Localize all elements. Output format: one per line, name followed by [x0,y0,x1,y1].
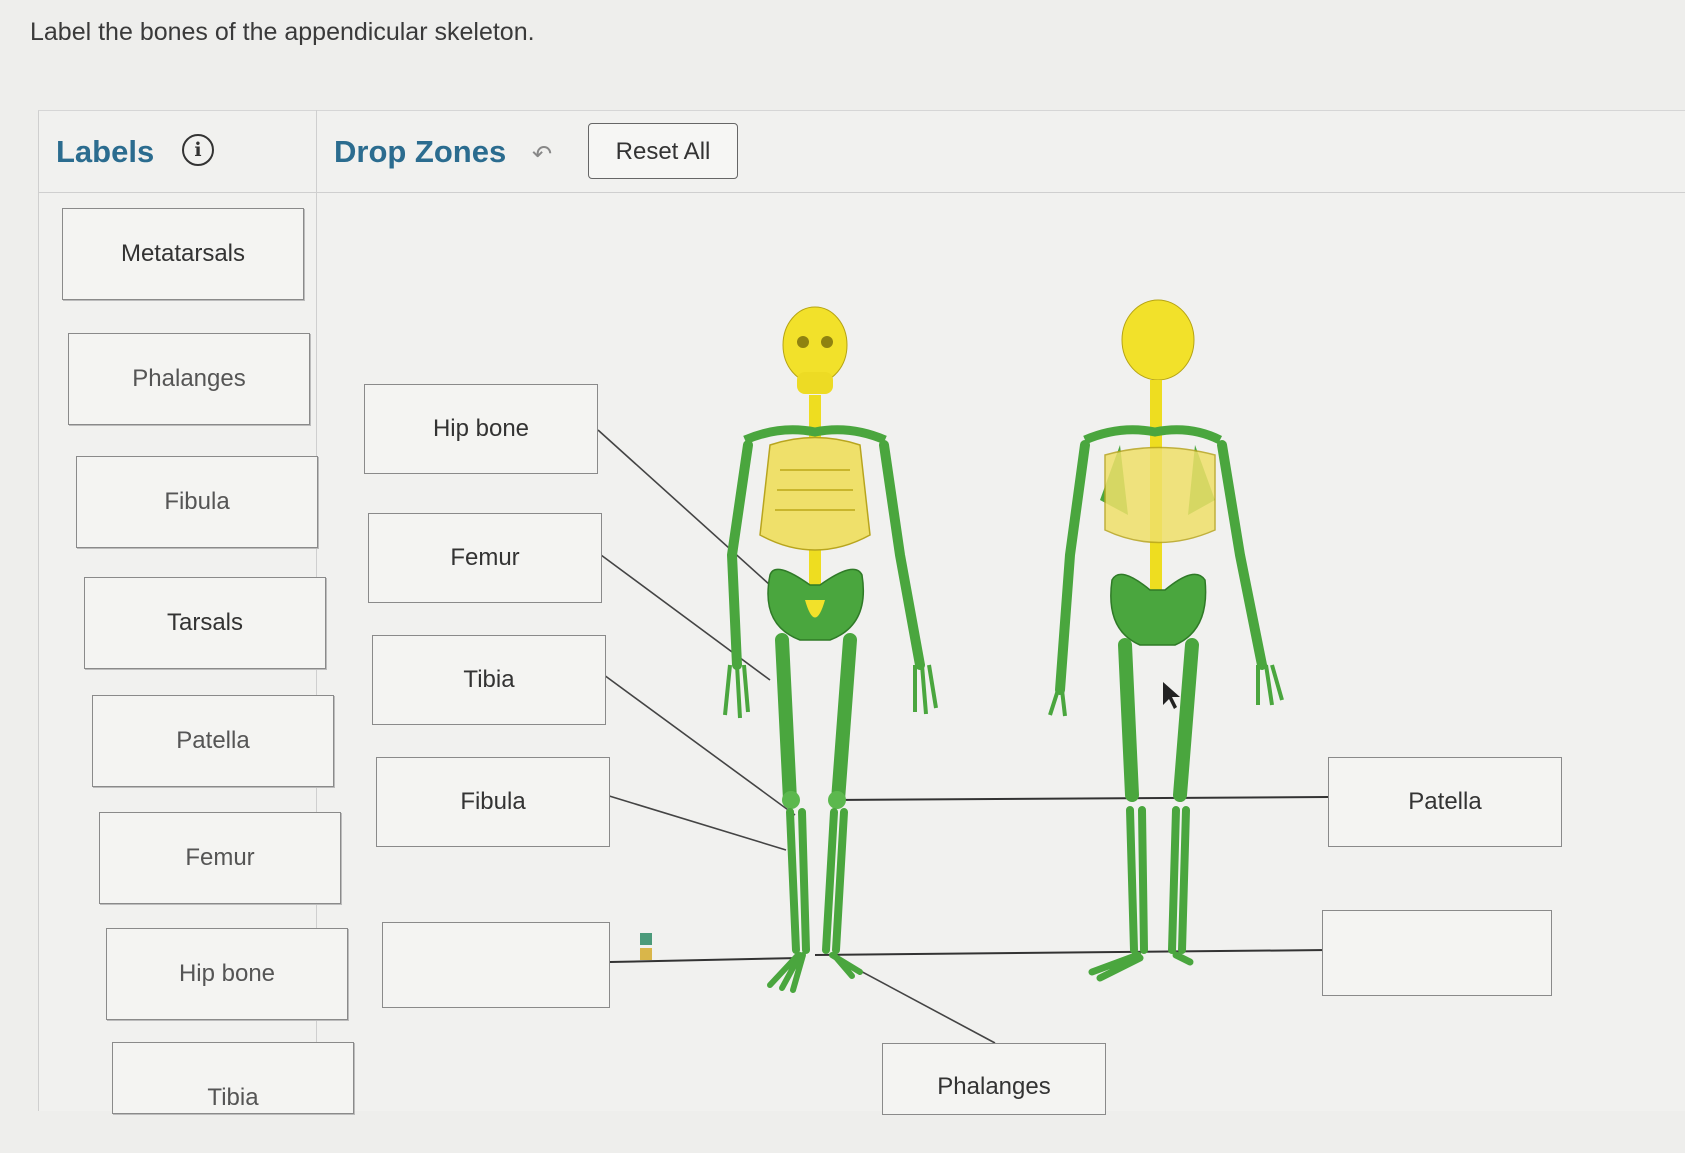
label-chip-patella[interactable]: Patella [92,695,334,787]
drop-zones-heading: Drop Zones [334,134,507,169]
label-chip-tarsals[interactable]: Tarsals [84,577,326,669]
drop-zone-tibia[interactable]: Tibia [372,635,606,725]
drop-zone-femur[interactable]: Femur [368,513,602,603]
question-text: Label the bones of the appendicular skel… [30,18,535,46]
info-icon[interactable]: i [182,134,214,166]
drop-zone-fibula[interactable]: Fibula [376,757,610,847]
leader-line-tibia [603,674,796,816]
anterior-skeleton [723,306,938,993]
mouse-cursor-icon [1163,682,1180,709]
label-chip-femur[interactable]: Femur [99,812,341,904]
panel-header [38,110,1685,193]
undo-arrow-icon[interactable]: ↶ [532,141,553,168]
drop-zone-right-empty[interactable] [1322,910,1552,996]
label-chip-tibia[interactable]: Tibia [112,1042,354,1114]
leader-line-left-empty [609,957,801,963]
leader-line-femur [600,554,771,681]
label-chip-hip-bone[interactable]: Hip bone [106,928,348,1020]
posterior-skeleton [1048,299,1284,982]
label-chip-fibula[interactable]: Fibula [76,456,318,548]
leader-line-hip-bone [597,429,771,586]
label-chip-phalanges[interactable]: Phalanges [68,333,310,425]
leader-line-fibula [605,794,787,851]
leader-line-phalanges [839,959,996,1044]
drop-zone-marker-green [640,933,652,945]
drop-zone-left-empty[interactable] [382,922,610,1008]
label-chip-metatarsals[interactable]: Metatarsals [62,208,304,300]
labels-heading: Labels [56,134,155,169]
drop-zone-phalanges[interactable]: Phalanges [882,1043,1106,1115]
drop-zone-patella[interactable]: Patella [1328,757,1562,847]
leader-line-right-empty [814,949,1329,956]
reset-all-button[interactable]: Reset All [588,123,738,179]
drop-zone-marker-yellow [640,948,652,960]
leader-line-patella [829,796,1329,801]
drop-zone-hip-bone[interactable]: Hip bone [364,384,598,474]
skeleton-illustration [597,299,1329,1044]
